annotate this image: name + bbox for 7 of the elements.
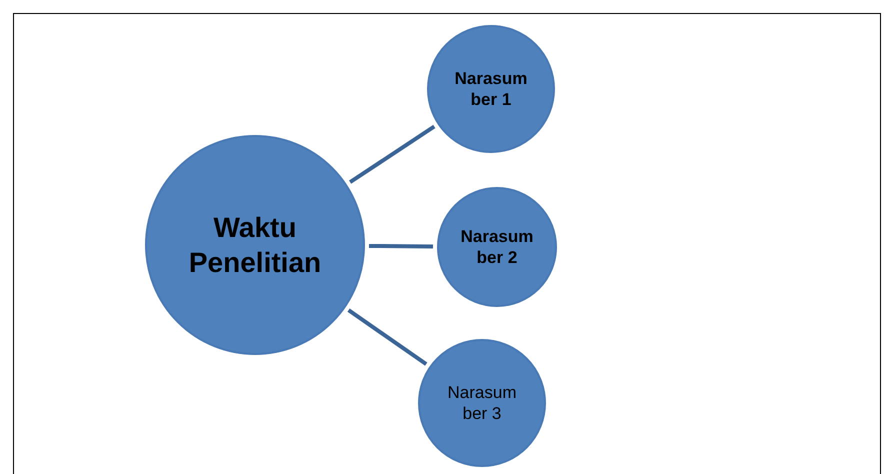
- connector-line: [368, 244, 434, 248]
- connector-line: [347, 308, 428, 366]
- node-label: Narasum ber 2: [460, 226, 534, 268]
- node-label: Narasum ber 1: [454, 68, 528, 110]
- node-label: Waktu Penelitian: [188, 211, 322, 280]
- connector-line: [349, 124, 436, 184]
- node-label: Narasum ber 3: [446, 382, 518, 424]
